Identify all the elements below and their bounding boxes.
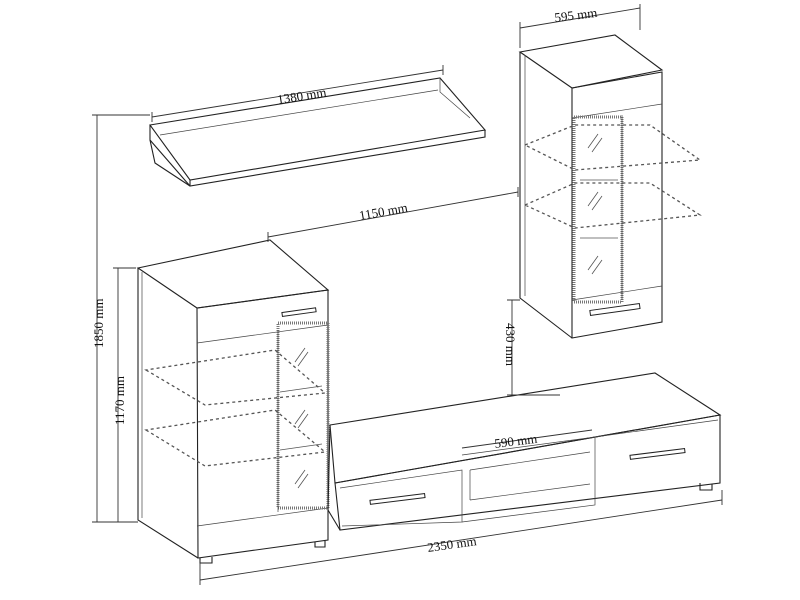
dim-590: 590 mm: [494, 431, 538, 451]
dimension-lines: [92, 4, 723, 585]
tv-stand: [327, 372, 722, 531]
dim-1170: 1170 mm: [112, 376, 127, 425]
left-cabinet: [136, 239, 330, 564]
tv-left-drawer-handle: [369, 493, 426, 505]
left-cabinet-handle: [281, 307, 317, 318]
dim-1380: 1380 mm: [276, 84, 327, 107]
dim-1850: 1850 mm: [91, 299, 106, 348]
dim-2350: 2350 mm: [426, 533, 477, 555]
wall-cabinet: [518, 34, 702, 339]
dim-430: 430 mm: [503, 323, 518, 366]
tv-right-drawer-handle: [629, 448, 686, 460]
wall-cabinet-handle: [589, 302, 641, 317]
dim-1150: 1150 mm: [358, 200, 409, 223]
dim-595: 595 mm: [554, 5, 598, 25]
wall-shelf: [149, 77, 487, 187]
